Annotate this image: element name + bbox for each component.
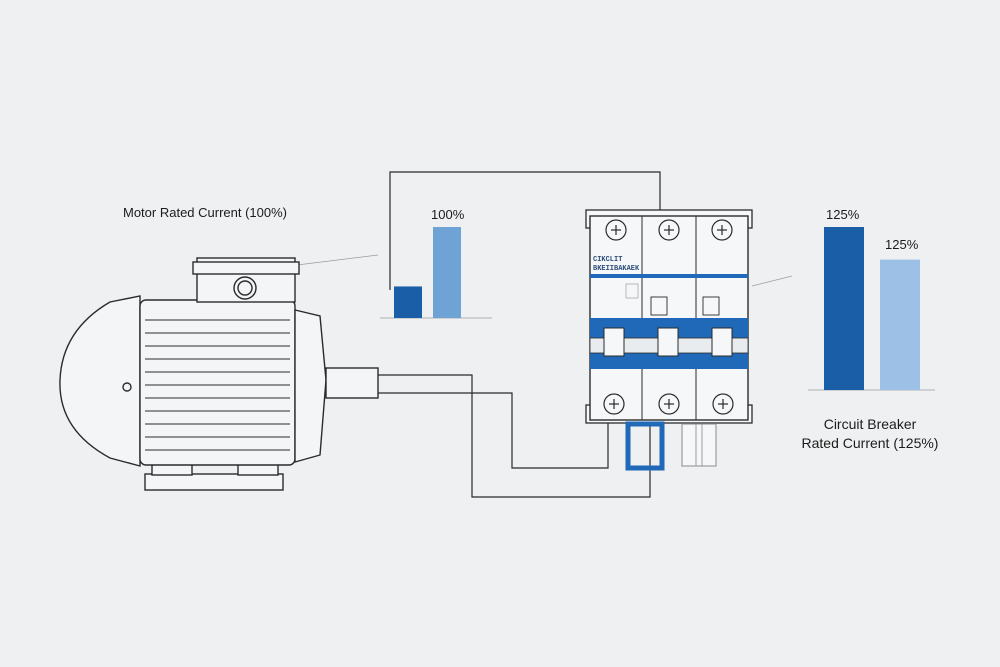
motor-end-cap — [59, 295, 141, 467]
leader-breaker-label — [751, 275, 793, 287]
wire-motor-to-breaker-1 — [378, 374, 651, 498]
breaker-handle-2 — [657, 327, 679, 357]
wiring — [296, 171, 793, 498]
electric-motor-icon — [59, 257, 379, 491]
motor-shaft — [325, 367, 379, 399]
cb-label-line-2: Rated Current (125%) — [801, 435, 939, 451]
breaker-lower-band — [590, 353, 748, 369]
large-bar-2-data-label: 125% — [885, 237, 919, 252]
motor-base — [144, 473, 284, 491]
breaker-output-terminal-blue — [625, 421, 665, 471]
motor-nameplate-dot — [122, 382, 132, 392]
breaker-handle-1 — [603, 327, 625, 357]
breaker-top-screws — [605, 219, 733, 241]
cb-label-line-1: Circuit Breaker — [823, 416, 917, 432]
motor-body — [139, 299, 296, 466]
wire-top-loop — [389, 171, 661, 290]
breaker-bottom-screws — [603, 393, 734, 415]
wire-motor-to-breaker-2 — [378, 392, 609, 469]
motor-front-flange — [294, 309, 327, 463]
large-chart-bar-1 — [824, 227, 864, 390]
large-bar-chart — [824, 227, 920, 390]
motor-cooling-fins — [145, 319, 290, 451]
breaker-handle-3 — [711, 327, 733, 357]
circuit-breaker-icon — [585, 209, 753, 471]
leader-motor-label — [296, 254, 379, 266]
small-chart-bar-1 — [394, 286, 422, 318]
breaker-blue-stripe — [590, 274, 748, 278]
small-chart-bar-2 — [433, 227, 461, 318]
small-bar-2-data-label: 100% — [431, 207, 465, 222]
large-chart-bar-2 — [880, 259, 920, 390]
breaker-brand-line-1: CIKCLIT — [593, 256, 623, 264]
motor-terminal-lid — [192, 261, 300, 275]
breaker-output-terminal-plain — [681, 423, 717, 467]
small-bar-chart — [394, 227, 461, 318]
large-bar-1-data-label: 125% — [826, 207, 860, 222]
motor-rated-current-label: Motor Rated Current (100%) — [123, 205, 288, 220]
circuit-breaker-rated-current-label: Circuit Breaker Rated Current (125%) — [780, 415, 960, 453]
breaker-brand-line-2: BKEIIBAKAEK — [593, 265, 640, 273]
